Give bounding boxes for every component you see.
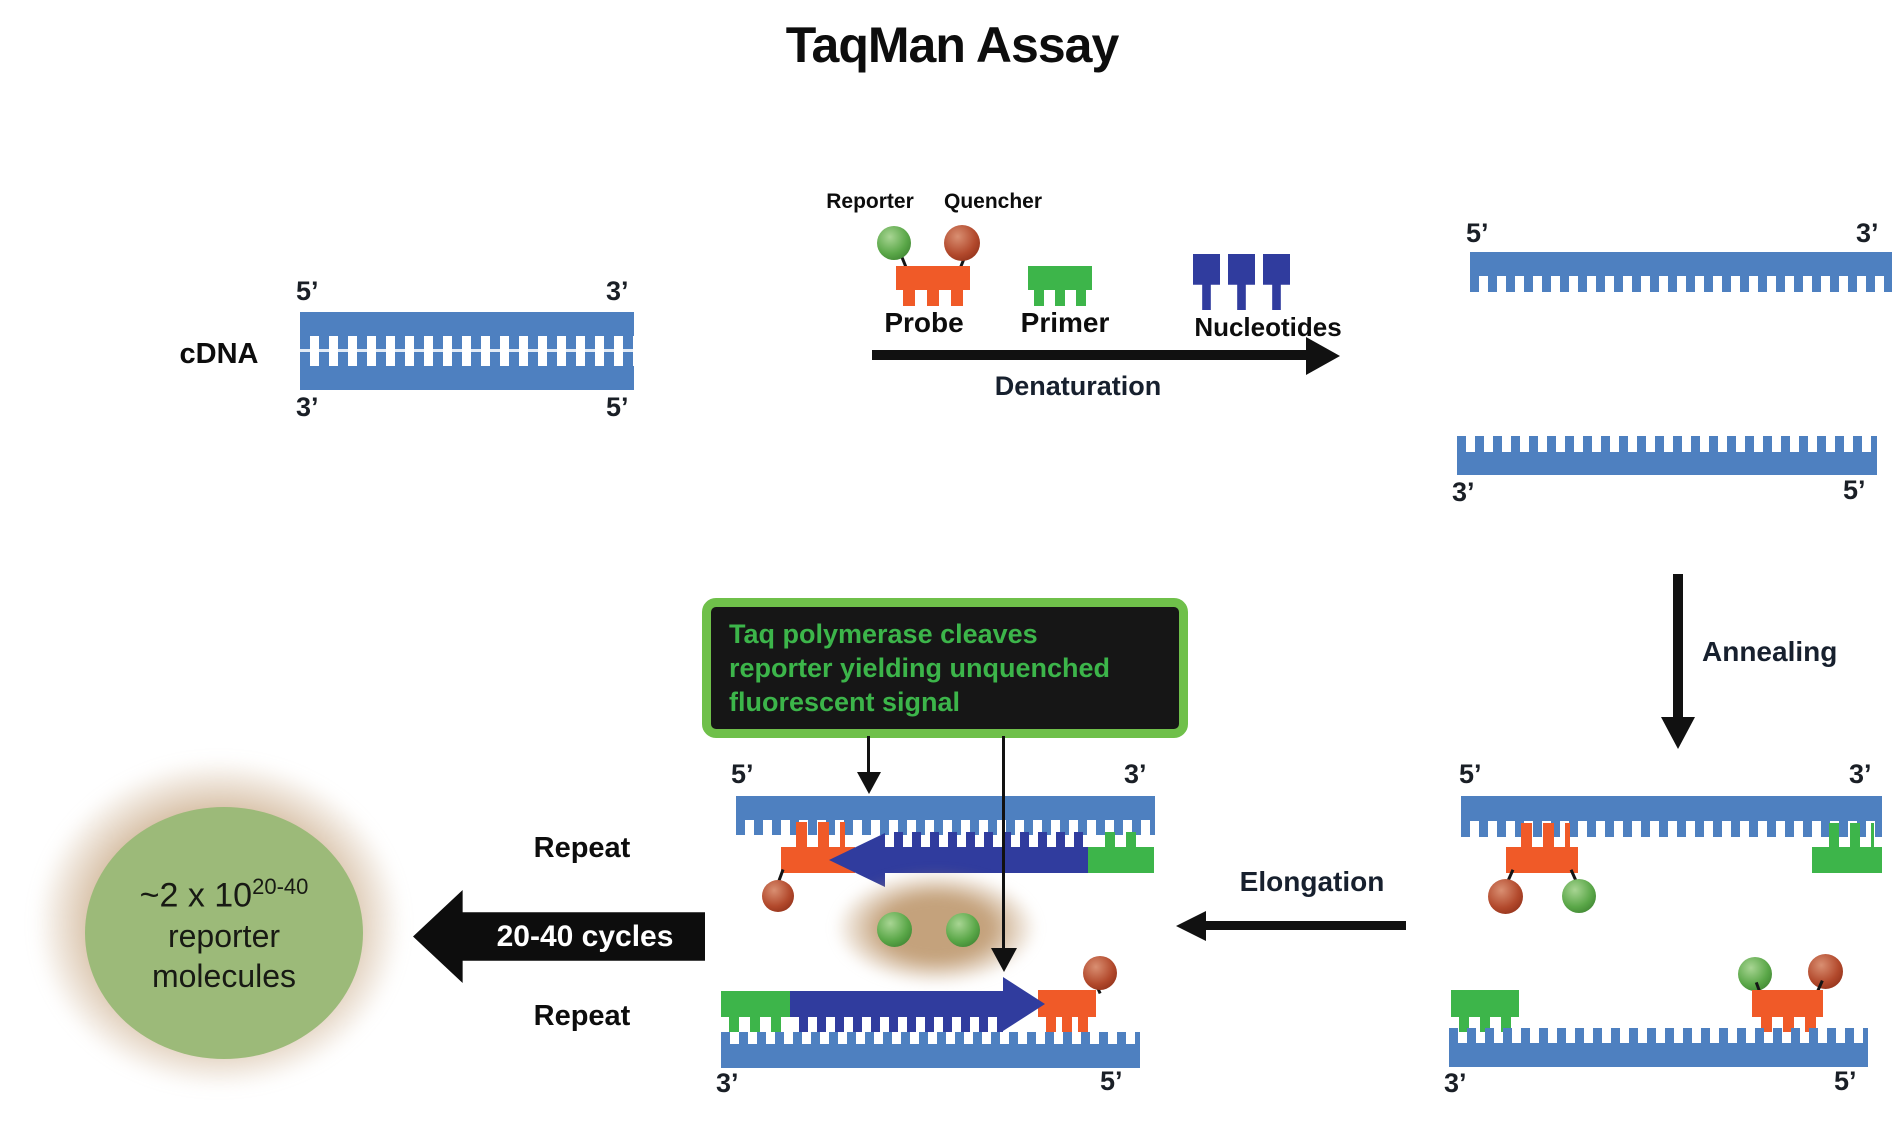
- annealed-top-strand-bar: [1461, 796, 1882, 821]
- released-reporter-dye-icon: [946, 913, 980, 947]
- quencher-label: Quencher: [943, 190, 1043, 213]
- new-strand2-teeth: [790, 1017, 1003, 1032]
- elongating-top-5prime: 5’: [731, 759, 754, 789]
- nucleotide-icon: [1263, 254, 1290, 310]
- cdna-5prime-bottom-right: 5’: [606, 392, 629, 422]
- product-line2: reporter: [167, 918, 281, 955]
- annealed-bottom-3prime: 3’: [1444, 1068, 1467, 1098]
- nucleotide-icon: [1228, 254, 1255, 310]
- probe-teeth: [903, 290, 963, 306]
- denaturation-arrow: [872, 350, 1308, 360]
- repeat-label-top: Repeat: [533, 832, 631, 864]
- primer-shape: [1028, 266, 1092, 290]
- elongation-arrow: [1204, 921, 1406, 930]
- denaturation-label: Denaturation: [994, 371, 1162, 401]
- denatured-top-5prime: 5’: [1466, 218, 1489, 248]
- callout-line: reporter yielding unquenched: [729, 653, 1111, 683]
- new-strand-teeth: [885, 832, 1088, 847]
- cdna-3prime-bottom-left: 3’: [296, 392, 319, 422]
- annealing-label: Annealing: [1702, 636, 1838, 667]
- elongating-primer-shape: [1088, 847, 1154, 873]
- cdna-label: cDNA: [179, 338, 259, 370]
- reporter-dye-icon: [877, 226, 911, 260]
- callout-pointer-long-arrowhead-icon: [991, 948, 1017, 972]
- cdna-3prime-top-right: 3’: [606, 276, 629, 306]
- taq-callout-box: Taq polymerase cleaves reporter yielding…: [702, 598, 1188, 738]
- new-strand-arrowhead-icon: [829, 833, 885, 887]
- denaturation-arrowhead-icon: [1306, 337, 1340, 375]
- repeat-label-bottom: Repeat: [533, 1000, 631, 1032]
- product-exponent: 20-40: [252, 874, 309, 899]
- annealing-arrow: [1673, 574, 1683, 720]
- callout-pointer-short: [867, 736, 870, 774]
- annealed-top-5prime: 5’: [1459, 759, 1482, 789]
- elongating-primer-teeth: [1094, 832, 1142, 847]
- reporter-label: Reporter: [826, 190, 914, 213]
- elongating-bottom-5prime: 5’: [1100, 1066, 1123, 1096]
- page-title: TaqMan Assay: [785, 17, 1120, 73]
- elongating-bottom-strand-bar: [721, 1044, 1140, 1068]
- annealed-primer-shape: [1812, 847, 1882, 873]
- callout-line: fluorescent signal: [729, 687, 961, 717]
- product-line3: molecules: [151, 958, 297, 995]
- annealed-reporter-dye-icon: [1562, 879, 1596, 913]
- elongating-bottom-strand-teeth: [721, 1032, 1140, 1044]
- cdna-5prime-top-left: 5’: [296, 276, 319, 306]
- cdna-center-gap-line: [300, 349, 634, 352]
- annealed-probe-teeth: [1510, 823, 1570, 848]
- callout-pointer-short-arrowhead-icon: [857, 772, 881, 794]
- denatured-bottom-3prime: 3’: [1452, 477, 1475, 507]
- elongating-top-strand-bar: [736, 796, 1155, 820]
- elongation-arrowhead-icon: [1176, 911, 1206, 941]
- elongation-label: Elongation: [1239, 866, 1385, 897]
- annealed-top-3prime: 3’: [1849, 759, 1872, 789]
- denatured-top-strand-teeth: [1470, 276, 1892, 292]
- product-count: ~2 x 10: [139, 876, 253, 915]
- annealed-primer-teeth: [1818, 823, 1874, 848]
- callout-pointer-long: [1002, 736, 1005, 950]
- product-text: ~2 x 1020-40 reporter molecules: [85, 866, 363, 996]
- denatured-top-3prime: 3’: [1856, 218, 1879, 248]
- cdna-bottom-strand-bar: [300, 366, 634, 390]
- cycles-label: 20-40 cycles: [496, 919, 674, 953]
- new-strand2-body: [790, 991, 1003, 1017]
- primer-label: Primer: [1020, 307, 1110, 338]
- annealed2-probe-shape: [1752, 990, 1823, 1017]
- elongating2-primer-shape: [721, 991, 790, 1017]
- new-strand2-arrowhead-icon: [1003, 977, 1045, 1031]
- cleaved-quencher-dye-icon: [762, 880, 794, 912]
- elongating2-probe-teeth: [1046, 1017, 1088, 1032]
- elongating-bottom-3prime: 3’: [716, 1068, 739, 1098]
- annealed-bottom-strand-bar: [1449, 1043, 1868, 1067]
- annealed-probe-shape: [1506, 847, 1578, 873]
- probe-shape: [896, 266, 970, 290]
- denatured-bottom-5prime: 5’: [1843, 475, 1866, 505]
- annealed2-primer-shape: [1451, 990, 1519, 1017]
- annealed-bottom-5prime: 5’: [1834, 1066, 1857, 1096]
- probe-label: Probe: [884, 307, 964, 338]
- annealed-quencher-dye-icon: [1488, 879, 1523, 914]
- callout-line: Taq polymerase cleaves: [729, 619, 1038, 649]
- elongating2-probe-shape: [1038, 990, 1096, 1017]
- cdna-top-strand-bar: [300, 312, 634, 336]
- cycles-arrow: 20-40 cycles: [413, 889, 705, 984]
- annealing-arrowhead-icon: [1661, 717, 1695, 749]
- elongating2-quencher-dye-icon: [1083, 956, 1117, 990]
- released-reporter-dye-icon: [877, 912, 912, 947]
- nucleotide-icon: [1193, 254, 1220, 310]
- product-circle: [85, 807, 363, 1059]
- quencher-dye-icon: [944, 225, 980, 261]
- primer-teeth: [1034, 290, 1086, 306]
- denatured-top-strand-bar: [1470, 252, 1892, 276]
- new-strand-body: [885, 847, 1088, 873]
- elongating2-primer-teeth: [729, 1017, 782, 1032]
- denatured-bottom-strand-teeth: [1457, 436, 1877, 452]
- denatured-bottom-strand-bar: [1457, 452, 1877, 475]
- elongating-top-3prime: 3’: [1124, 759, 1147, 789]
- annealed2-quencher-dye-icon: [1808, 954, 1843, 989]
- annealed-bottom-strand-teeth: [1449, 1028, 1868, 1043]
